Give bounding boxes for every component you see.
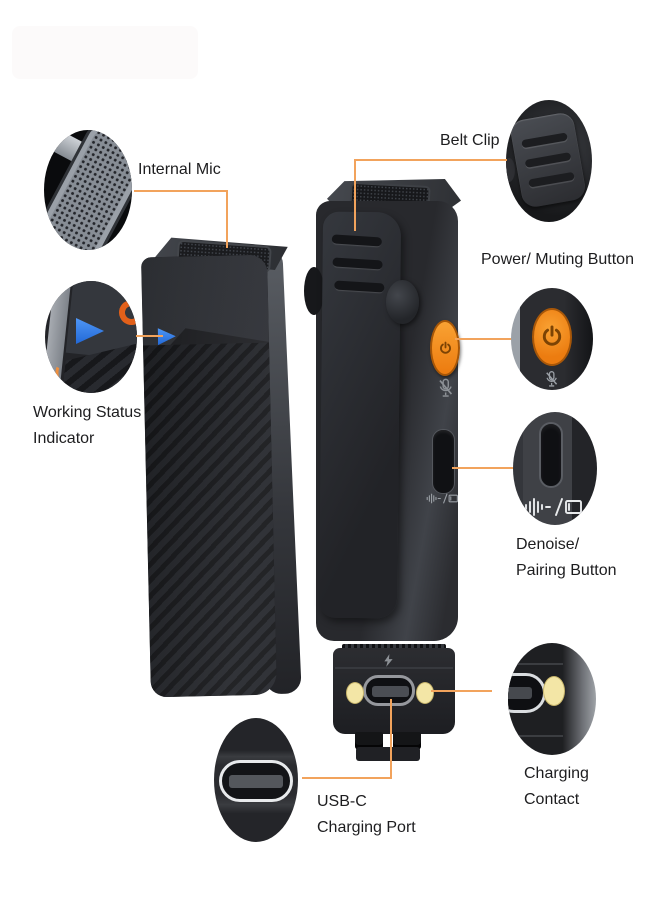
leader-power-muting: [455, 338, 511, 340]
denoise-label-line1: Denoise/: [516, 536, 580, 553]
charging-contact-label: Charging Contact: [524, 761, 589, 813]
belt-clip-ridge: [528, 171, 575, 188]
denoise-pairing-callout: [513, 412, 597, 525]
charging-bolt-icon: [384, 654, 393, 667]
bottom-view-seam: [335, 667, 453, 669]
charging-contact-label-line1: Charging: [524, 765, 589, 782]
working-status-callout: [45, 281, 137, 393]
usb-c-slot-partial: [508, 687, 532, 699]
usb-c-label-line1: USB-C: [317, 793, 367, 810]
transmitter-body: [141, 254, 277, 698]
belt-clip-left-hinge: [304, 267, 324, 315]
denoise-pairing-icons: [426, 493, 458, 504]
usb-c-label-line2: Charging Port: [317, 819, 416, 836]
denoise-label-line2: Pairing Button: [516, 562, 617, 579]
belt-clip-ridge: [524, 152, 572, 168]
clip-hinge-nub: [506, 158, 515, 182]
leader-denoise-pairing: [452, 467, 513, 469]
working-status-label-line1: Working Status: [33, 404, 142, 421]
belt-clip: [318, 211, 402, 619]
power-muting-callout: [511, 288, 593, 390]
power-muting-label: Power/ Muting Button: [481, 251, 634, 268]
leader-usb-c-h: [302, 777, 392, 779]
internal-mic-callout: [44, 130, 132, 250]
leader-working-status: [136, 335, 163, 337]
belt-clip-ridge: [332, 257, 383, 270]
watermark: [12, 26, 198, 79]
belt-clip-ridge: [334, 280, 385, 293]
usb-c-label: USB-C Charging Port: [317, 789, 416, 841]
seam-line: [508, 735, 563, 737]
belt-clip-label: Belt Clip: [440, 132, 500, 149]
belt-clip-closeup: [508, 111, 588, 209]
belt-clip-pivot: [386, 280, 419, 324]
mic-mute-icon: [546, 371, 558, 387]
denoise-wave-icon: [525, 498, 582, 516]
leader-internal-mic-h: [134, 190, 227, 192]
leader-belt-clip-h: [354, 159, 507, 161]
denoise-pairing-button-closeup: [539, 422, 563, 488]
working-status-label-line2: Indicator: [33, 430, 95, 447]
denoise-pairing-label: Denoise/ Pairing Button: [516, 532, 617, 584]
power-muting-button: [430, 320, 460, 376]
mount-base: [356, 747, 420, 761]
leader-internal-mic-v: [226, 190, 228, 248]
usb-c-port-slot: [372, 686, 409, 697]
leader-usb-c-v: [390, 699, 392, 779]
belt-clip-ridge: [331, 234, 383, 247]
bottom-view-clip-edge: [342, 644, 446, 651]
internal-mic-label: Internal Mic: [138, 161, 221, 178]
mount-foot-right: [393, 732, 421, 750]
leader-charging-contact: [431, 690, 492, 692]
denoise-pairing-button: [432, 429, 455, 494]
charging-contact-label-line2: Contact: [524, 791, 580, 808]
usb-c-port-callout: [214, 718, 298, 842]
mount-foot-left: [355, 732, 383, 750]
usb-c-slot-closeup: [229, 775, 283, 788]
seam-line: [508, 663, 563, 665]
mic-mute-icon: [439, 378, 453, 397]
power-muting-button-closeup: [532, 308, 572, 366]
transmitter-shading: [141, 254, 277, 698]
charging-contact-right: [416, 682, 434, 704]
charging-contact-left: [346, 682, 364, 704]
charging-contact-closeup: [543, 676, 565, 706]
leader-belt-clip-v: [354, 159, 356, 231]
belt-clip-callout: [506, 100, 592, 222]
power-icon: [542, 325, 562, 346]
power-icon: [439, 341, 451, 354]
charging-contact-callout: [508, 643, 596, 755]
working-status-label: Working Status Indicator: [33, 400, 141, 452]
belt-clip-ridge: [521, 132, 568, 149]
